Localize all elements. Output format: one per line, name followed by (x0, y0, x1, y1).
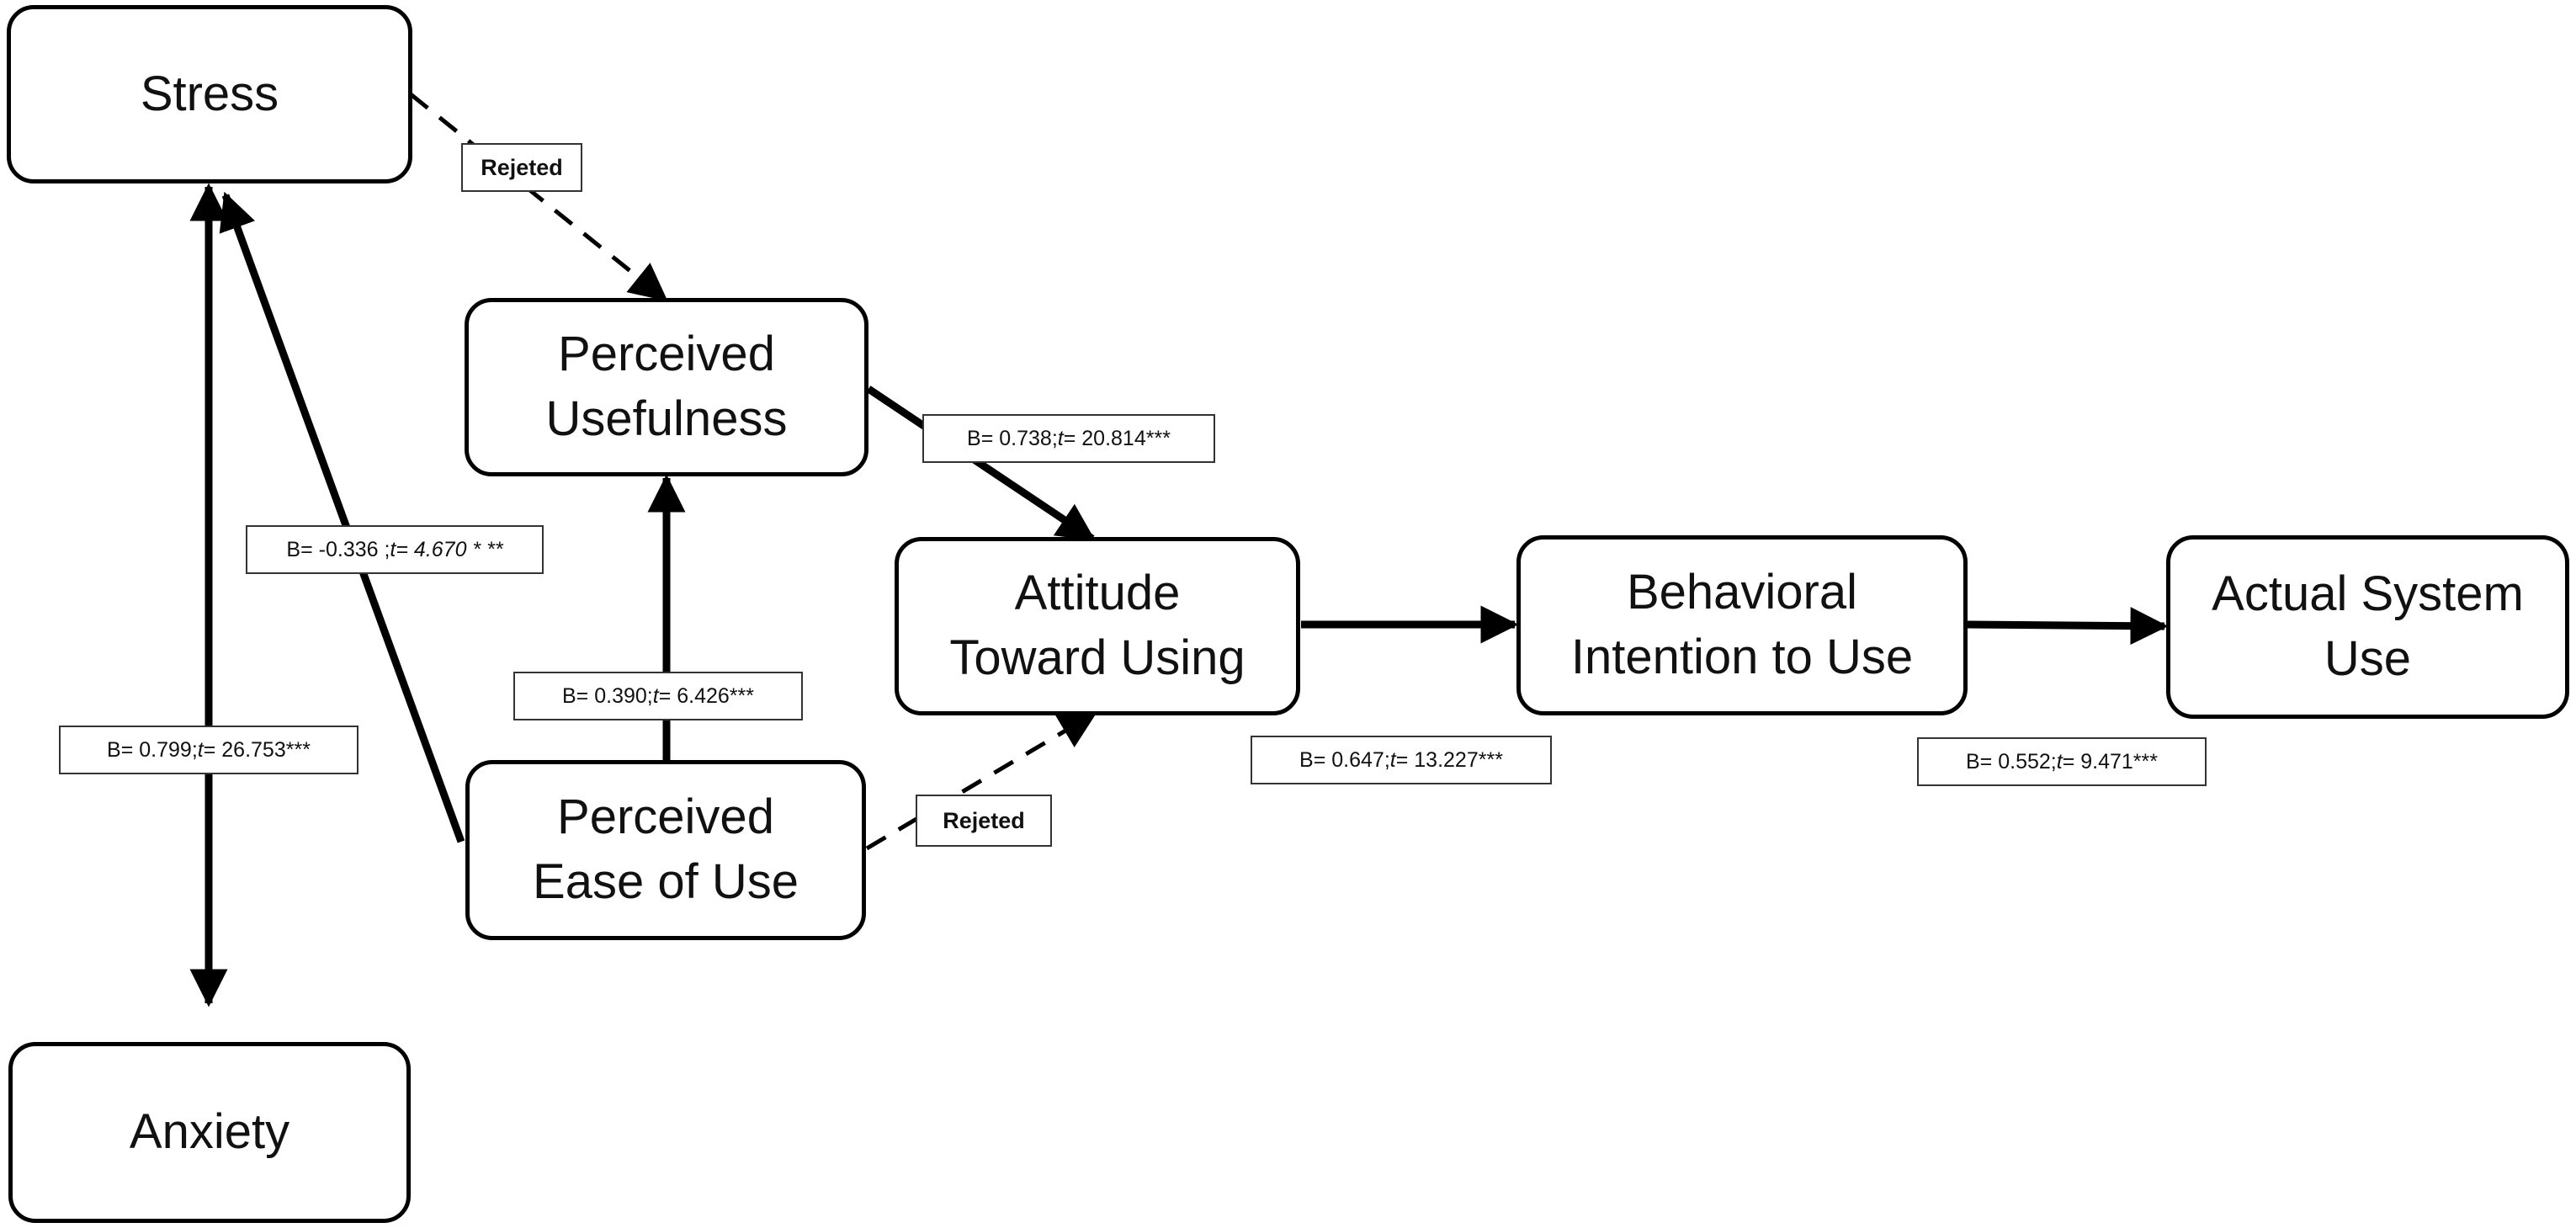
label-stress-anxiety: B= 0.799; t = 26.753*** (59, 726, 359, 774)
label-attitude-to-bi-b: B= 0.647; (1299, 747, 1390, 772)
label-peou-to-stress-b: B= -0.336 ; (286, 537, 390, 561)
label-attitude-to-bi-tval: = 13.227*** (1395, 747, 1503, 772)
label-peou-to-attitude: Rejeted (916, 795, 1052, 847)
node-pu-line-1: Perceived (558, 327, 775, 382)
node-perceived-ease-of-use: Perceived Ease of Use (465, 760, 866, 940)
node-bi-line-1: Behavioral (1626, 565, 1858, 620)
label-stress-to-pu-status: Rejeted (481, 154, 563, 180)
node-asu-line-1: Actual System (2212, 566, 2524, 622)
node-attitude-line-2: Toward Using (949, 630, 1246, 685)
label-stress-anxiety-tval: = 26.753*** (203, 737, 311, 762)
edge-stress-to-pu (409, 93, 668, 301)
label-stress-anxiety-b: B= 0.799; (107, 737, 198, 762)
label-peou-to-stress-tval: = 4.670 * ** (396, 537, 503, 561)
label-bi-to-asu-b: B= 0.552; (1966, 749, 2057, 773)
node-attitude-line-1: Attitude (1014, 566, 1181, 621)
node-bi-line-2: Intention to Use (1570, 630, 1914, 684)
node-pu-line-2: Usefulness (545, 391, 788, 446)
node-asu-line-2: Use (2324, 631, 2412, 686)
label-bi-to-asu-tval: = 9.471*** (2062, 749, 2158, 773)
node-anxiety: Anxiety (8, 1042, 411, 1223)
edge-pu-to-attitude (866, 385, 1096, 542)
node-anxiety-line-1: Anxiety (129, 1104, 290, 1160)
label-peou-to-pu-tval: = 6.426*** (658, 683, 754, 708)
label-attitude-to-bi-t: t (1389, 747, 1396, 772)
label-bi-to-asu: B= 0.552; t = 9.471*** (1917, 737, 2207, 786)
label-pu-to-attitude-b: B= 0.738; (967, 426, 1058, 450)
label-attitude-to-bi: B= 0.647; t = 13.227*** (1251, 736, 1552, 784)
label-pu-to-attitude-tval: = 20.814*** (1063, 426, 1171, 450)
label-pu-to-attitude-t: t (1057, 426, 1064, 450)
node-actual-system-use: Actual System Use (2166, 535, 2569, 719)
edge-peou-to-stress (219, 191, 465, 843)
label-stress-anxiety-t: t (197, 737, 204, 762)
label-stress-to-pu: Rejeted (461, 143, 582, 192)
label-peou-to-pu-t: t (652, 683, 659, 708)
edge-bi-to-asu (1967, 607, 2169, 646)
edge-peou-to-attitude (865, 711, 1097, 851)
node-peou-line-1: Perceived (557, 789, 774, 845)
node-peou-line-2: Ease of Use (533, 854, 799, 909)
node-behavioral-intention: Behavioral Intention to Use (1516, 535, 1968, 715)
label-pu-to-attitude: B= 0.738; t = 20.814*** (922, 414, 1215, 463)
label-peou-to-stress-t: t (390, 537, 396, 561)
node-stress: Stress (7, 5, 412, 183)
label-peou-to-pu-b: B= 0.390; (562, 683, 653, 708)
node-perceived-usefulness: Perceived Usefulness (465, 298, 868, 476)
label-peou-to-attitude-status: Rejeted (943, 807, 1025, 833)
label-bi-to-asu-t: t (2056, 749, 2063, 773)
node-stress-line-1: Stress (140, 66, 279, 121)
label-peou-to-pu: B= 0.390; t = 6.426*** (513, 672, 803, 720)
label-peou-to-stress: B= -0.336 ; t= 4.670 * ** (246, 525, 544, 574)
node-attitude-toward-using: Attitude Toward Using (895, 537, 1300, 715)
